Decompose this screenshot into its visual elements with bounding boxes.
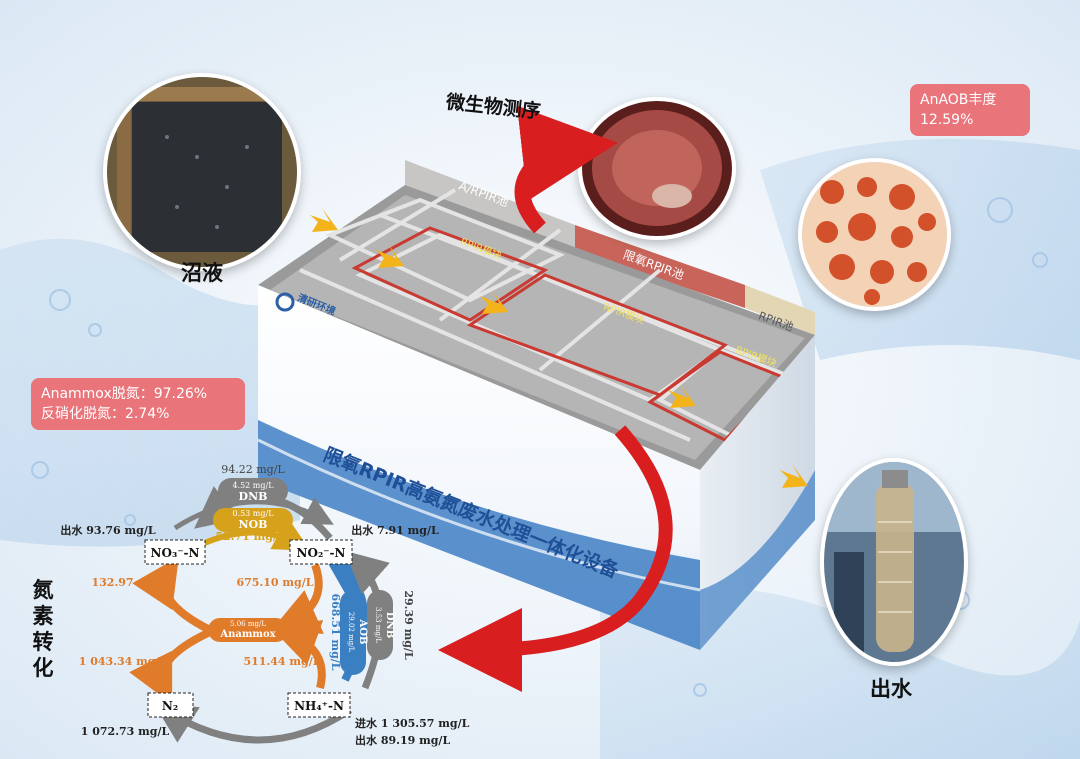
dnb-side-rate: 3.53 mg/L (374, 607, 382, 643)
inflow-arrow-4 (668, 384, 696, 408)
dnb-side-pill (367, 590, 393, 660)
anammox-pill (208, 618, 288, 642)
dnb-top-pill (218, 478, 288, 504)
nitrogen-title-char-3: 转 (32, 630, 54, 654)
nob-pill (213, 508, 293, 532)
dnb-side-label: DNB (384, 612, 395, 638)
flux-no2-anammox: 675.10 mg/L (236, 576, 313, 589)
inflow-arrow-2 (376, 244, 404, 268)
outflow-arrow (780, 464, 808, 488)
biogas-label: 沼液 (181, 261, 223, 285)
nitrogen-title-char-1: 氮 (32, 578, 54, 602)
denitrification-removal-line: 反硝化脱氮：2.74% (41, 406, 170, 422)
nob-flux: 52.71 mg/L (215, 530, 285, 543)
anaob-badge-title: AnAOB丰度 (920, 92, 997, 108)
out-nh4: 出水 89.19 mg/L (355, 733, 450, 747)
no2-label: NO₂⁻-N (297, 546, 346, 560)
nob-rate: 0.53 mg/L (232, 509, 274, 518)
dnb-top-rate: 4.52 mg/L (232, 481, 274, 490)
dnb-top-total: 94.22 mg/L (221, 463, 285, 476)
nitrogen-removal-badge: Anammox脱氮：97.26% 反硝化脱氮：2.74% (31, 378, 245, 430)
anammox-removal-line: Anammox脱氮：97.26% (41, 386, 208, 402)
nitrogen-title-char-2: 素 (32, 604, 54, 628)
nob-label: NOB (239, 518, 268, 531)
anammox-granule-photo (798, 158, 951, 311)
nh4-box (287, 692, 351, 718)
anammox-label: Anammox (219, 629, 276, 640)
n2-label: N₂ (162, 699, 178, 713)
n2-total: 1 072.73 mg/L (81, 725, 170, 738)
cycle-arrow (438, 425, 673, 692)
dnb-side-total: 29.39 mg/L (402, 590, 415, 660)
aob-label: AOB (357, 619, 368, 645)
biogas-slurry-photo (103, 73, 301, 271)
dnb-top-label: DNB (239, 490, 268, 503)
effluent-bottle-photo (820, 458, 968, 666)
anammox-rate: 5.06 mg/L (230, 620, 266, 628)
effluent-label: 出水 (870, 677, 912, 701)
no3-label: NO₃⁻-N (151, 546, 200, 560)
flux-no3-anammox: 132.97 mg/L (91, 576, 168, 589)
nitrogen-title: 氮 素 转 化 (30, 577, 56, 681)
aob-flux: 668.51 mg/L (329, 593, 342, 670)
flux-nh4-anammox: 511.44 mg/L (243, 655, 320, 668)
inflow-arrow-3 (480, 290, 508, 314)
flux-anammox-n2: 1 043.34 mg/L (79, 655, 168, 668)
inflow-arrow-1 (310, 208, 338, 232)
microbe-culture-photo (578, 97, 736, 240)
tank-side (700, 335, 815, 650)
no2-box (289, 539, 353, 565)
aob-pill (340, 590, 366, 675)
n2-box (147, 692, 194, 718)
nh4-label: NH₄⁺-N (294, 699, 344, 713)
sequencing-arrow (514, 105, 618, 234)
aob-rate: 29.02 mg/L (347, 612, 355, 653)
out-no2: 出水 7.91 mg/L (351, 523, 439, 537)
no3-box (144, 539, 206, 565)
out-no3: 出水 93.76 mg/L (60, 523, 155, 537)
anaob-badge-value: 12.59% (920, 112, 974, 128)
anaob-badge: AnAOB丰度 12.59% (910, 84, 1030, 136)
in-nh4: 进水 1 305.57 mg/L (355, 716, 470, 730)
nitrogen-title-char-4: 化 (32, 656, 54, 680)
